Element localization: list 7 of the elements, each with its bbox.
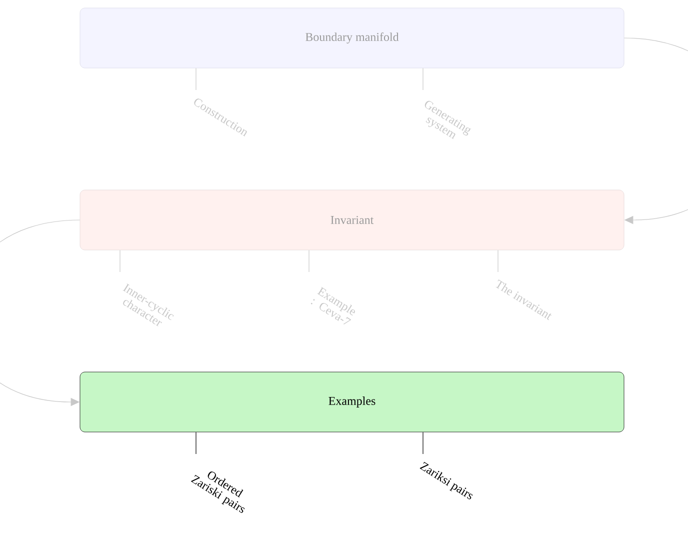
topic-box: Invariant bbox=[80, 190, 624, 250]
topic-box: Boundary manifold bbox=[80, 8, 624, 68]
leader-line bbox=[422, 68, 424, 90]
leader-line bbox=[422, 432, 424, 454]
leader-line bbox=[308, 250, 310, 272]
topic-box: Examples bbox=[80, 372, 624, 432]
curved-arrow bbox=[624, 38, 688, 224]
